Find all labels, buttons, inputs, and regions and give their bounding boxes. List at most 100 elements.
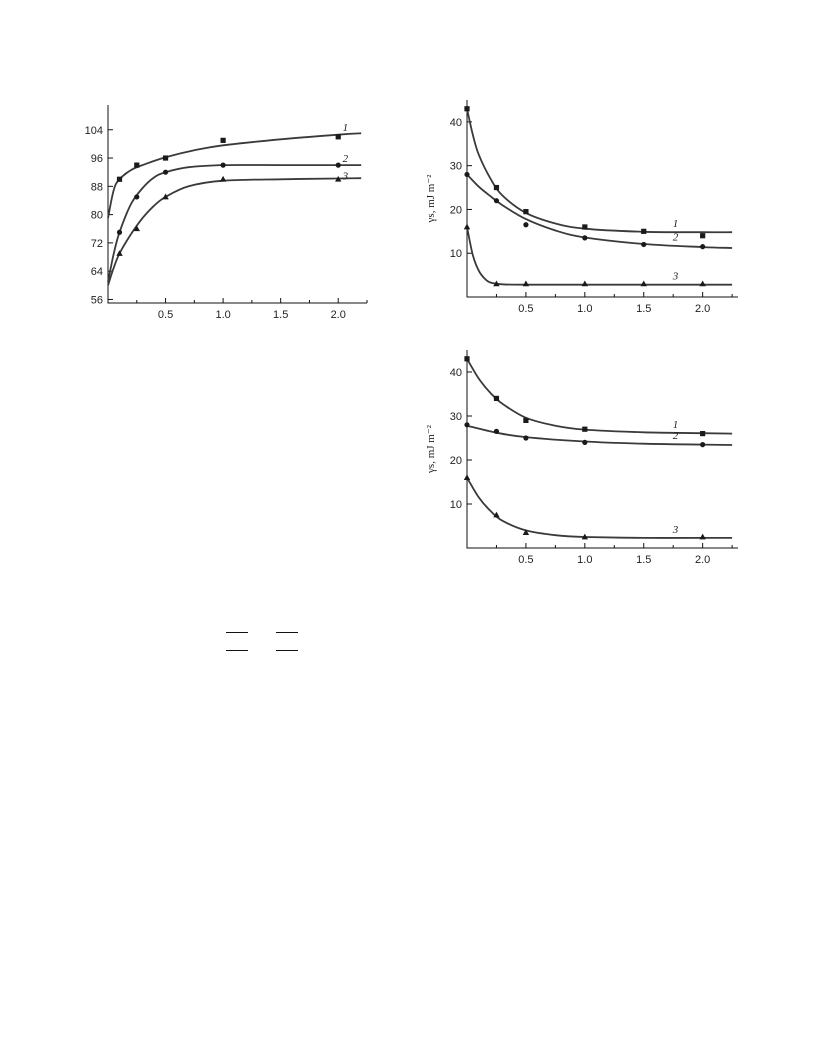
y-tick-label: 40	[450, 367, 462, 379]
data-point-2	[116, 229, 123, 235]
fraction-bars	[224, 627, 304, 657]
series-line-1	[466, 108, 733, 234]
y-tick-label: 20	[450, 455, 462, 467]
y-tick-label: 10	[450, 499, 462, 511]
data-point-3	[493, 280, 500, 287]
data-point-3	[463, 474, 471, 480]
data-point-2	[700, 244, 706, 250]
y-tick-label: 80	[91, 210, 103, 222]
data-point-3	[640, 280, 647, 287]
data-point-2	[220, 162, 226, 168]
data-point-1	[523, 209, 529, 215]
series-label-2: 2	[343, 153, 349, 165]
data-point-1	[493, 184, 500, 191]
data-point-2	[582, 439, 588, 445]
y-tick-label: 30	[450, 411, 462, 423]
fraction-bar	[226, 632, 248, 633]
data-point-3	[699, 280, 706, 287]
series-label-3: 3	[342, 170, 349, 182]
data-point-1	[134, 162, 140, 168]
axes-frame	[466, 100, 738, 298]
data-point-2	[464, 171, 470, 178]
fraction-bar	[276, 632, 298, 633]
data-point-2	[335, 162, 341, 168]
data-point-1	[162, 155, 169, 161]
x-tick-label: 2.0	[331, 309, 346, 320]
y-tick-label: 30	[450, 161, 462, 173]
series-line-3	[466, 226, 733, 286]
data-point-1	[493, 395, 500, 401]
x-tick-label: 1.5	[636, 303, 651, 314]
data-point-3	[493, 511, 500, 518]
y-tick-label: 88	[91, 181, 103, 193]
x-tick-label: 1.0	[215, 309, 230, 320]
x-tick-label: 0.5	[158, 309, 173, 320]
series-label-1: 1	[673, 419, 679, 431]
data-point-2	[134, 194, 140, 200]
y-tick-label: 20	[450, 204, 462, 216]
data-point-1	[700, 233, 706, 239]
x-tick-label: 2.0	[695, 554, 710, 566]
data-point-1	[582, 224, 588, 230]
data-point-3	[522, 529, 530, 535]
fraction-bar	[276, 650, 298, 651]
data-point-1	[523, 417, 529, 423]
data-point-3	[581, 280, 589, 287]
data-point-1	[700, 431, 706, 437]
series-line-1	[107, 132, 362, 219]
data-point-1	[116, 176, 123, 182]
data-point-2	[582, 235, 588, 241]
series-label-2: 2	[673, 232, 679, 244]
series-label-1: 1	[343, 122, 349, 134]
x-tick-label: 1.0	[577, 303, 592, 314]
data-point-1	[641, 228, 647, 234]
data-point-3	[133, 225, 140, 232]
data-point-3	[162, 193, 169, 200]
data-point-3	[699, 533, 706, 540]
x-tick-label: 2.0	[695, 303, 710, 314]
y-tick-label: 10	[450, 248, 462, 260]
series-line-2	[466, 173, 733, 249]
series-line-1	[466, 358, 733, 435]
x-tick-label: 1.5	[636, 554, 651, 566]
data-point-2	[464, 422, 470, 428]
x-tick-label: 0.5	[518, 554, 533, 566]
data-point-2	[162, 169, 169, 175]
series-line-2	[107, 164, 362, 282]
data-point-3	[463, 223, 471, 230]
data-point-3	[522, 280, 530, 287]
series-line-2	[466, 424, 733, 446]
series-line-3	[107, 177, 362, 286]
y-tick-label: 96	[91, 153, 103, 165]
data-point-3	[335, 175, 342, 182]
data-point-3	[116, 250, 123, 256]
series-label-3: 3	[672, 271, 679, 283]
data-point-2	[523, 435, 529, 441]
x-tick-label: 1.5	[273, 309, 288, 320]
data-point-1	[220, 137, 226, 143]
fraction-bar	[226, 650, 248, 651]
y-axis-label: γs, mJ m⁻²	[425, 174, 437, 224]
series-label-3: 3	[672, 524, 679, 536]
series-label-1: 1	[673, 218, 679, 230]
data-point-2	[493, 428, 500, 434]
x-tick-label: 1.0	[577, 554, 592, 566]
axes-frame	[466, 350, 738, 549]
data-point-2	[700, 442, 706, 448]
y-tick-label: 64	[91, 266, 103, 278]
data-point-1	[464, 106, 470, 112]
data-point-3	[219, 175, 227, 182]
data-point-2	[523, 222, 529, 228]
y-axis-label: γs, mJ m⁻²	[425, 424, 437, 474]
series-line-3	[466, 477, 733, 539]
y-tick-label: 72	[91, 238, 103, 250]
x-tick-label: 0.5	[518, 303, 533, 314]
series-label-2: 2	[673, 430, 679, 442]
data-point-2	[493, 198, 500, 204]
y-tick-label: 104	[85, 125, 103, 137]
